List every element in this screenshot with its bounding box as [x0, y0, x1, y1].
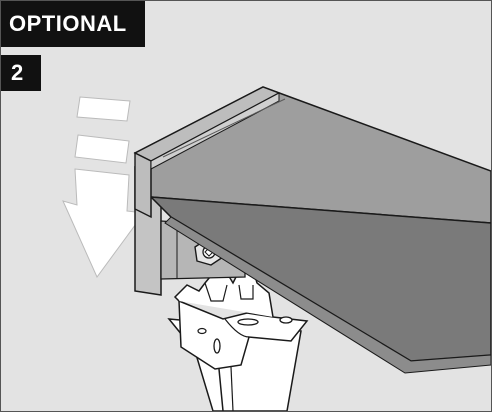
down-arrow-icon — [62, 96, 145, 278]
assembly-illustration — [62, 86, 491, 411]
step-number: 2 — [1, 55, 41, 91]
optional-tag: OPTIONAL — [1, 1, 145, 47]
mounting-bracket — [167, 266, 309, 411]
aluminium-profile — [133, 86, 491, 374]
